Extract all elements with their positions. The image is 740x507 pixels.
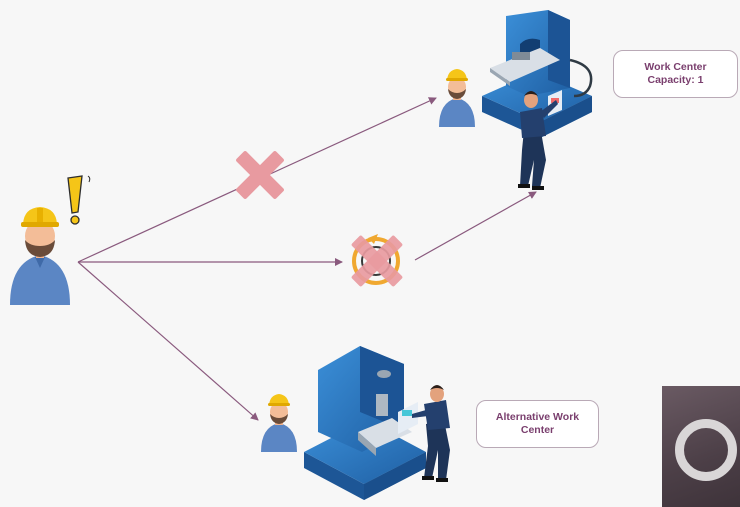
exclamation-icon	[67, 175, 91, 225]
worker-icon	[10, 207, 70, 305]
work-center-label-line-1: Work Center	[644, 61, 707, 73]
milling-machine-icon-bottom	[304, 346, 426, 500]
loading-ring-icon	[675, 419, 737, 481]
worker-icon-bottom	[261, 394, 297, 452]
video-thumbnail[interactable]	[662, 386, 740, 507]
arrow-to-bottom-worker	[77, 261, 259, 421]
rotate-arrow-icon	[352, 234, 400, 285]
operator-icon-top	[518, 91, 558, 190]
alternative-work-center-label-line-2: Center	[520, 424, 555, 436]
work-center-label-line-2: Capacity: 1	[647, 74, 704, 86]
work-center-label: Work Center Capacity: 1	[613, 50, 738, 98]
alternative-work-center-label-line-1: Alternative Work	[495, 411, 580, 423]
cross-icon-middle	[351, 235, 403, 287]
arrow-middle-to-machine	[414, 191, 537, 261]
alternative-work-center-label: Alternative Work Center	[476, 400, 599, 448]
worker-icon-top	[439, 69, 475, 127]
operator-icon-bottom	[412, 385, 450, 482]
cross-icon-top	[236, 151, 284, 199]
